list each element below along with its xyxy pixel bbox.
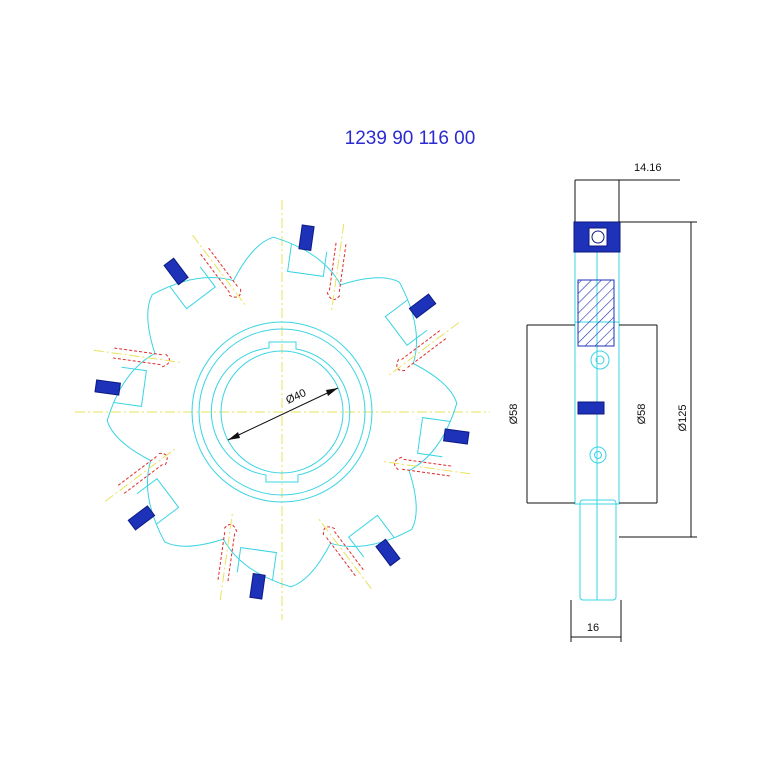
dim-inner-label: Ø58 <box>636 404 648 425</box>
dim-outer-label: Ø125 <box>677 405 689 432</box>
cutter-body-outline <box>106 236 458 588</box>
cutter-tooth <box>163 234 248 310</box>
cutter-tooth <box>104 446 180 531</box>
screw-center-line <box>386 322 460 378</box>
insert-pocket <box>136 477 180 525</box>
screw-center-line <box>219 511 234 601</box>
cutter-tooth <box>93 347 183 407</box>
hub-outer-ring <box>191 321 373 503</box>
insert-screw-icon <box>591 230 605 244</box>
carbide-insert <box>94 379 121 396</box>
bore-diameter-leader <box>227 387 339 441</box>
screw-hole-lower-inner <box>594 451 602 459</box>
carbide-insert <box>408 293 437 319</box>
insert-pocket <box>417 417 451 458</box>
side-view: 14.16 Ø125 Ø58 Ø58 16 <box>508 162 697 642</box>
front-view: Ø40 <box>75 200 490 620</box>
cutter-tooth <box>384 293 460 378</box>
dim-left-label: Ø58 <box>508 404 520 425</box>
leader-arrow-left <box>228 432 240 440</box>
carbide-insert <box>298 224 315 251</box>
insert-pocket <box>113 366 147 407</box>
screw-hole-upper-inner <box>595 355 605 365</box>
clamp-screw-hidden <box>200 247 242 298</box>
hub-inner-ring <box>198 328 366 496</box>
insert-pocket <box>384 299 428 347</box>
dim-bottom-label: 16 <box>587 622 599 634</box>
cutter-tooth <box>381 417 471 477</box>
screw-center-line <box>104 446 178 502</box>
insert-pocket <box>287 243 328 277</box>
cutter-tooth <box>217 511 277 601</box>
carbide-insert <box>127 505 156 531</box>
cutter-tooth <box>287 223 347 313</box>
screw-center-line <box>192 234 248 308</box>
carbide-insert <box>163 257 189 286</box>
tooth-group <box>93 223 471 601</box>
hatched-section <box>577 279 615 347</box>
bore-inner-circle <box>220 350 344 474</box>
screw-hole-upper <box>590 350 610 370</box>
clamp-screw-hidden <box>396 330 447 372</box>
insert-pocket <box>236 547 277 581</box>
screw-hole-lower <box>589 446 607 464</box>
screw-center-line <box>330 223 345 313</box>
cutter-tooth <box>316 514 401 590</box>
clamp-screw-hidden <box>217 523 238 582</box>
clamp-screw-hidden <box>393 456 452 477</box>
carbide-insert <box>375 538 401 567</box>
clamp-screw-hidden <box>112 347 171 368</box>
clamp-screw-hidden <box>117 452 168 494</box>
dim-top-label: 14.16 <box>634 162 662 174</box>
screw-center-line <box>316 516 372 590</box>
clamp-screw-hidden <box>326 242 347 301</box>
bore-with-keyways <box>210 341 351 483</box>
screw-center-line <box>93 349 183 364</box>
carbide-insert <box>443 428 470 445</box>
hub-extension <box>579 499 617 601</box>
insert-pocket <box>169 266 217 310</box>
leader-arrow-right <box>326 388 338 396</box>
screw-center-line <box>381 460 471 475</box>
carbide-insert <box>249 573 266 600</box>
part-number: 1239 90 116 00 <box>345 128 476 149</box>
side-insert-middle <box>577 401 605 415</box>
insert-pocket <box>347 514 395 558</box>
